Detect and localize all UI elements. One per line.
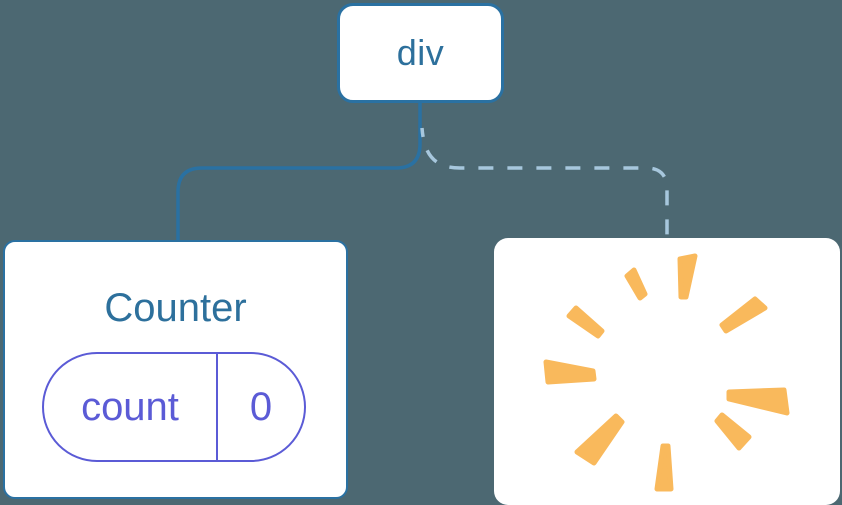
state-key-label: count	[44, 354, 218, 460]
poof-ray	[543, 359, 597, 385]
state-value: 0	[249, 384, 273, 429]
poof-ray	[677, 253, 698, 300]
counter-title: Counter	[104, 286, 247, 330]
poof-ray	[566, 305, 605, 339]
poof-ray	[714, 412, 752, 451]
poof-ray	[624, 267, 648, 301]
poof-ray	[654, 443, 674, 492]
div-node-label: div	[396, 32, 445, 73]
state-pill: count 0	[42, 352, 306, 462]
node-removed	[494, 238, 840, 505]
poof-ray	[726, 387, 790, 416]
poof-ray	[719, 296, 768, 334]
node-counter: Counter count 0	[3, 240, 348, 499]
edge-div-removed-dashed	[420, 127, 669, 240]
node-div: div	[337, 3, 504, 103]
edge-div-counter-solid	[176, 102, 422, 241]
poof-ray	[574, 413, 625, 466]
poof-icon	[543, 253, 790, 492]
